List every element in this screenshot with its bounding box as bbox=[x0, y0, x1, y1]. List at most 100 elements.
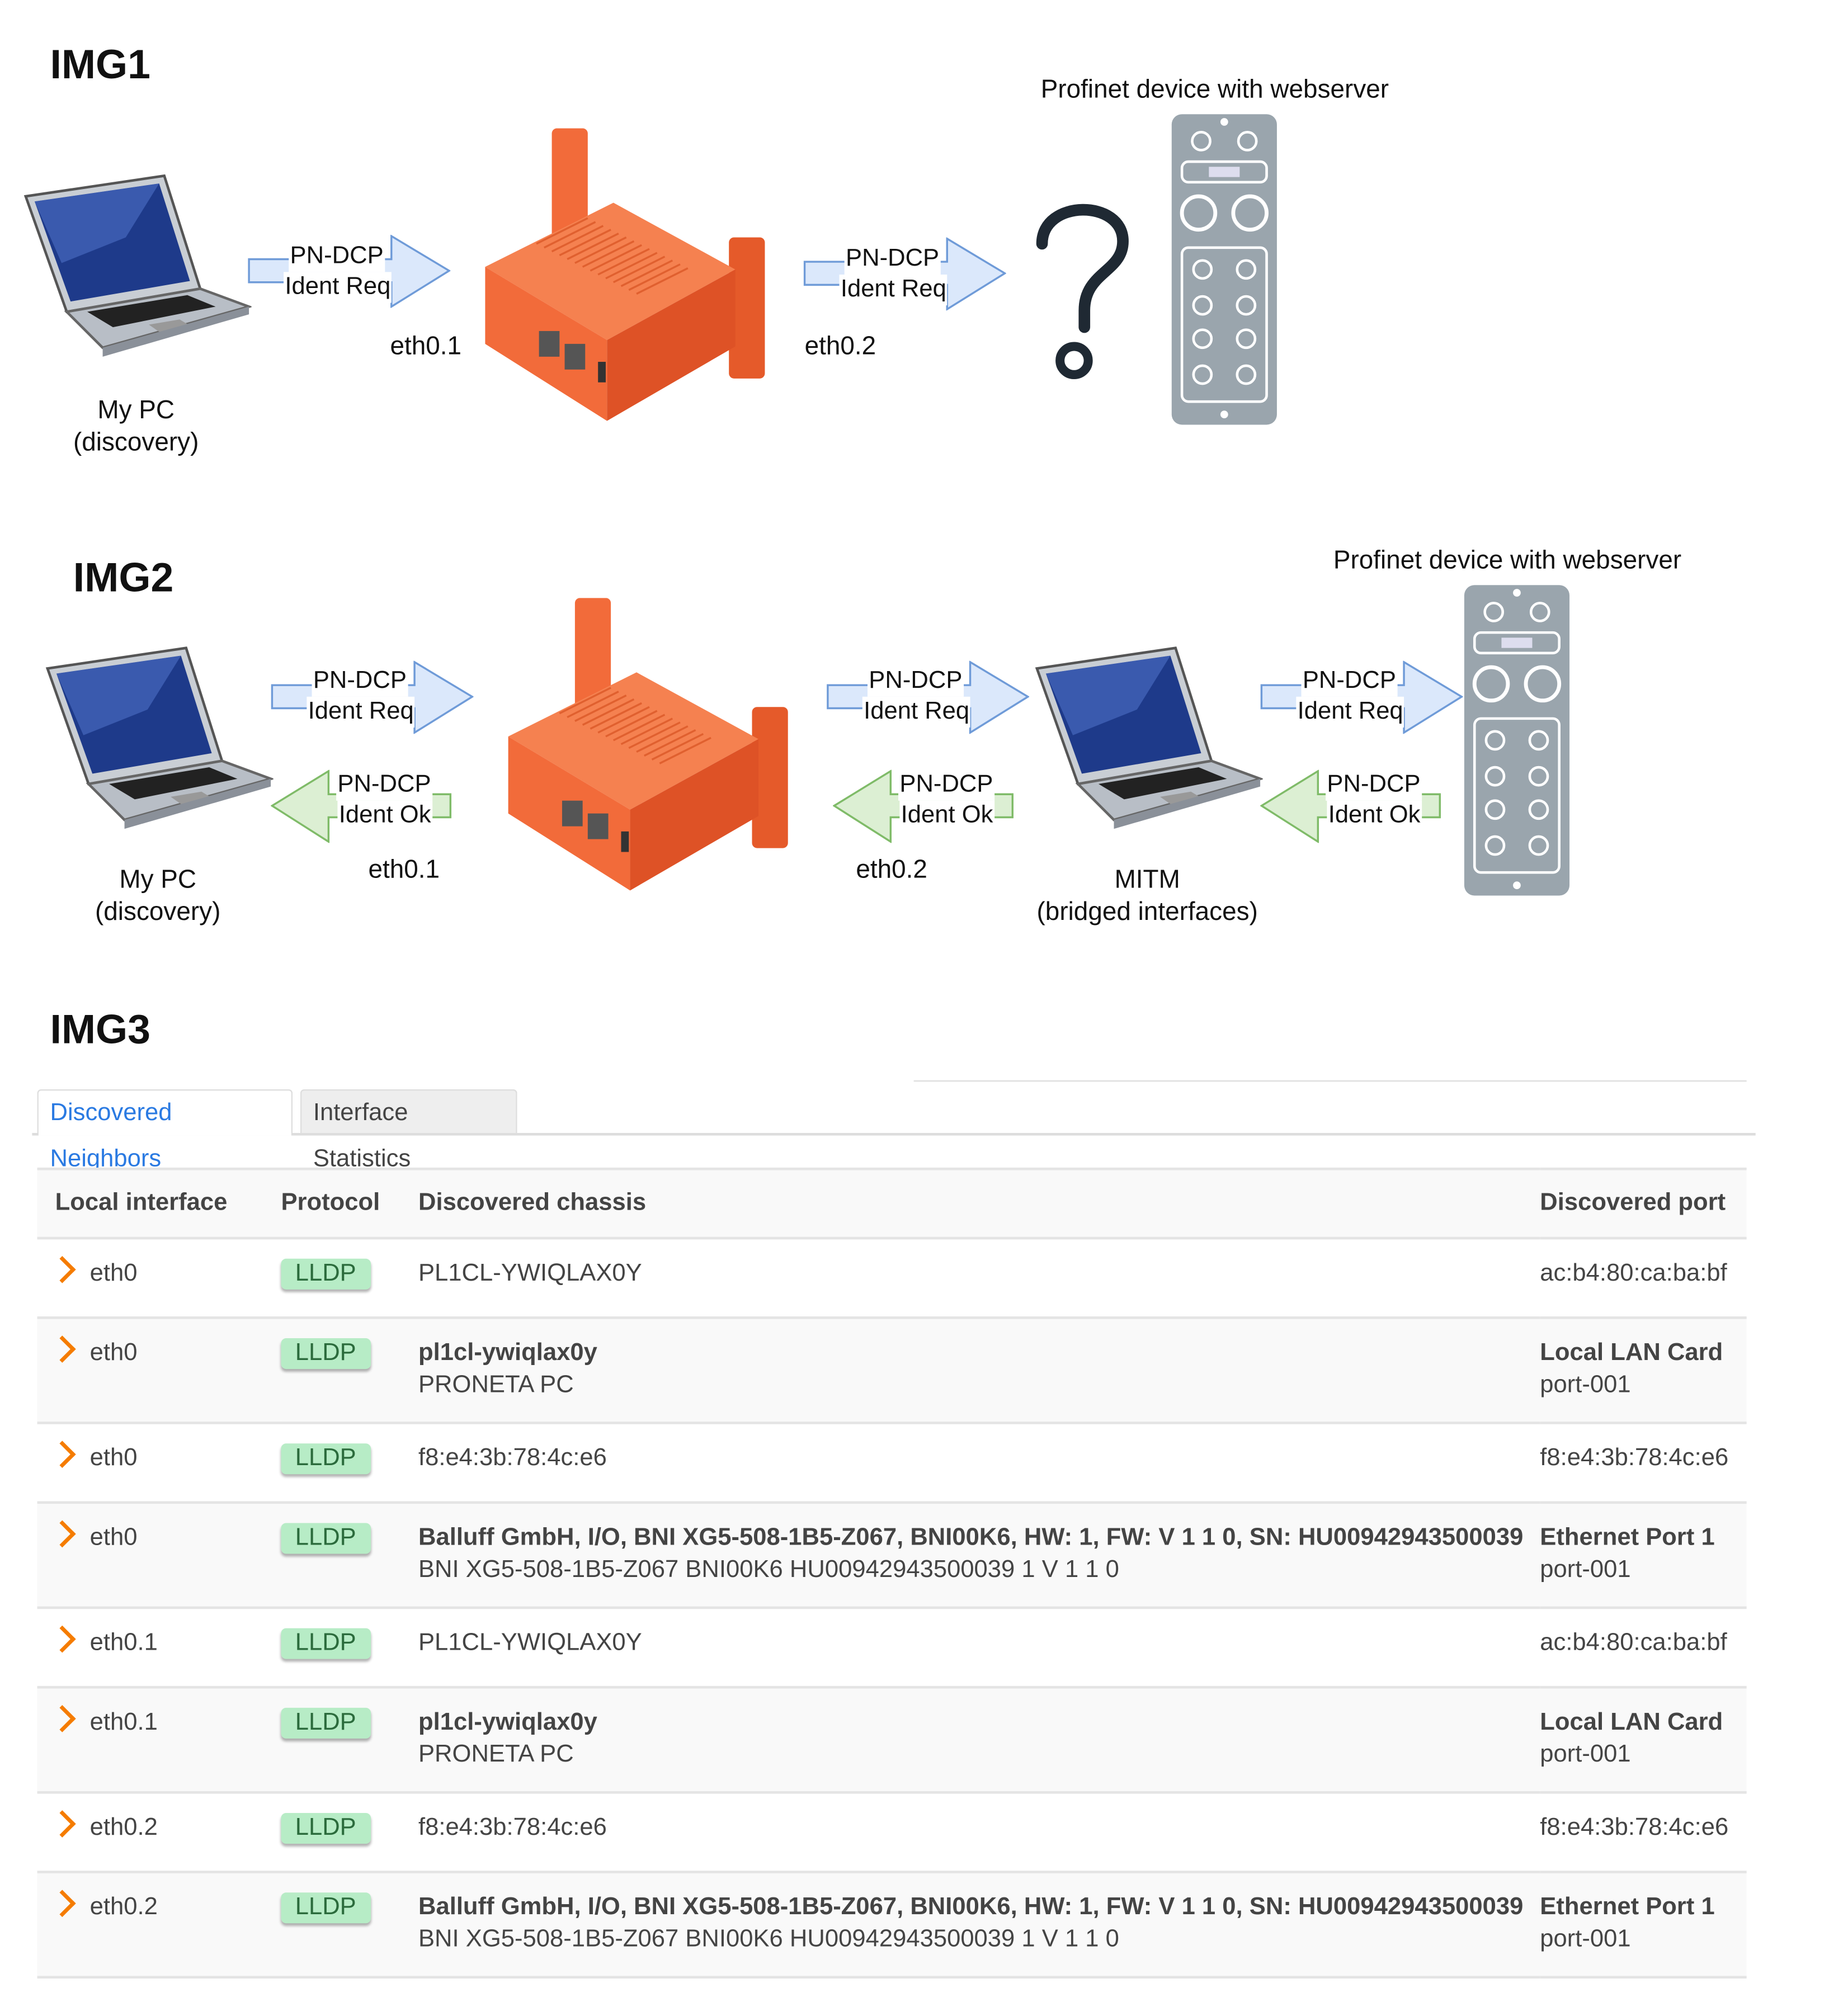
protocol-badge: LLDP bbox=[281, 1707, 371, 1739]
chassis-cell: Balluff GmbH, I/O, BNI XG5-508-1B5-Z067,… bbox=[418, 1872, 1540, 1979]
img3-title: IMG3 bbox=[50, 1005, 150, 1052]
arrow-label: Ident Req bbox=[307, 696, 416, 728]
interface-name: eth0 bbox=[89, 1524, 138, 1551]
tab-discovered-neighbors[interactable]: Discovered Neighbors bbox=[37, 1089, 293, 1173]
eth02-label: eth0.2 bbox=[856, 856, 927, 884]
chassis-name: f8:e4:3b:78:4c:e6 bbox=[418, 1444, 607, 1472]
port-cell: ac:b4:80:ca:ba:bf bbox=[1540, 1607, 1747, 1689]
arrow-label: PN-DCP bbox=[336, 769, 432, 801]
chassis-description: BNI XG5-508-1B5-Z067 BNI00K6 HU009429435… bbox=[418, 1556, 1119, 1584]
tabs-divider bbox=[32, 1132, 1756, 1136]
chassis-cell: Balluff GmbH, I/O, BNI XG5-508-1B5-Z067,… bbox=[418, 1502, 1540, 1609]
device-label: Profinet device with webserver bbox=[1040, 75, 1389, 104]
protocol-cell: LLDP bbox=[281, 1687, 418, 1794]
protocol-badge: LLDP bbox=[281, 1258, 371, 1290]
arrow-label: Ident Req bbox=[1296, 696, 1405, 728]
eth02-label: eth0.2 bbox=[804, 332, 876, 361]
mitm-label-line: (bridged interfaces) bbox=[1036, 898, 1258, 927]
col-protocol: Protocol bbox=[281, 1167, 418, 1240]
table-row[interactable]: eth0.2 LLDP Balluff GmbH, I/O, BNI XG5-508… bbox=[37, 1872, 1747, 1979]
chevron-right-icon[interactable] bbox=[48, 1255, 76, 1283]
col-discovered-port: Discovered port bbox=[1540, 1167, 1747, 1240]
chassis-name: Balluff GmbH, I/O, BNI XG5-508-1B5-Z067,… bbox=[418, 1524, 1524, 1551]
chassis-description: PRONETA PC bbox=[418, 1741, 574, 1768]
chassis-description: BNI XG5-508-1B5-Z067 BNI00K6 HU009429435… bbox=[418, 1925, 1119, 1953]
chevron-right-icon[interactable] bbox=[48, 1335, 76, 1363]
port-cell: Local LAN Card port-001 bbox=[1540, 1687, 1747, 1794]
chevron-right-icon[interactable] bbox=[48, 1890, 76, 1918]
profinet-device-icon bbox=[1170, 113, 1278, 432]
pc-label-line: My PC bbox=[119, 866, 197, 895]
router-icon bbox=[508, 598, 793, 899]
chassis-name: Balluff GmbH, I/O, BNI XG5-508-1B5-Z067,… bbox=[418, 1894, 1524, 1921]
arrow-label: PN-DCP bbox=[1301, 665, 1398, 697]
pc-label-line: (discovery) bbox=[95, 898, 221, 927]
local-interface-cell: eth0 bbox=[37, 1318, 281, 1424]
device-label: Profinet device with webserver bbox=[1333, 546, 1682, 575]
arrow-label: PN-DCP bbox=[898, 769, 994, 801]
chevron-right-icon[interactable] bbox=[48, 1810, 76, 1838]
interface-name: eth0.2 bbox=[89, 1894, 158, 1921]
chassis-description: PRONETA PC bbox=[418, 1371, 574, 1399]
arrow-label: PN-DCP bbox=[289, 241, 385, 272]
profinet-device-icon bbox=[1463, 584, 1571, 903]
ident-req-arrow: PN-DCP Ident Req bbox=[827, 660, 1030, 734]
arrow-label: Ident Ok bbox=[1327, 800, 1422, 832]
mitm-label: MITM (bridged interfaces) bbox=[1019, 865, 1276, 929]
interface-name: eth0 bbox=[89, 1260, 138, 1287]
local-interface-cell: eth0 bbox=[37, 1238, 281, 1319]
port-name: f8:e4:3b:78:4c:e6 bbox=[1540, 1444, 1729, 1472]
chevron-right-icon[interactable] bbox=[48, 1705, 76, 1732]
ident-ok-arrow: PN-DCP Ident Ok bbox=[1260, 769, 1463, 843]
port-id: port-001 bbox=[1540, 1556, 1631, 1584]
ident-req-arrow: PN-DCP Ident Req bbox=[248, 234, 451, 308]
chassis-cell: f8:e4:3b:78:4c:e6 bbox=[418, 1423, 1540, 1504]
local-interface-cell: eth0.1 bbox=[37, 1607, 281, 1689]
mitm-label-line: MITM bbox=[1114, 866, 1180, 895]
tab-interface-statistics[interactable]: Interface Statistics bbox=[300, 1089, 517, 1173]
port-id: port-001 bbox=[1540, 1925, 1631, 1953]
ident-req-arrow: PN-DCP Ident Req bbox=[803, 237, 1006, 311]
protocol-cell: LLDP bbox=[281, 1607, 418, 1689]
port-name: f8:e4:3b:78:4c:e6 bbox=[1540, 1814, 1729, 1842]
interface-name: eth0 bbox=[89, 1444, 138, 1472]
interface-name: eth0.1 bbox=[89, 1629, 158, 1657]
port-id: port-001 bbox=[1540, 1741, 1631, 1768]
local-interface-cell: eth0 bbox=[37, 1423, 281, 1504]
mitm-laptop-icon bbox=[1034, 645, 1265, 838]
eth01-label: eth0.1 bbox=[368, 856, 440, 884]
chassis-name: pl1cl-ywiqlax0y bbox=[418, 1709, 597, 1736]
pc-label: My PC (discovery) bbox=[46, 395, 226, 460]
local-interface-cell: eth0.2 bbox=[37, 1872, 281, 1979]
chassis-name: f8:e4:3b:78:4c:e6 bbox=[418, 1814, 607, 1842]
protocol-cell: LLDP bbox=[281, 1238, 418, 1319]
arrow-label: PN-DCP bbox=[1326, 769, 1422, 801]
arrow-label: PN-DCP bbox=[844, 243, 941, 275]
chevron-right-icon[interactable] bbox=[48, 1625, 76, 1653]
arrow-label: Ident Req bbox=[839, 275, 948, 306]
img2-title: IMG2 bbox=[73, 554, 174, 601]
laptop-icon bbox=[23, 173, 253, 366]
protocol-badge: LLDP bbox=[281, 1892, 371, 1924]
port-name: Local LAN Card bbox=[1540, 1339, 1723, 1367]
interface-name: eth0.2 bbox=[89, 1814, 158, 1842]
ident-ok-arrow: PN-DCP Ident Ok bbox=[833, 769, 1036, 843]
port-name: Local LAN Card bbox=[1540, 1709, 1723, 1736]
chevron-right-icon[interactable] bbox=[48, 1520, 76, 1548]
pc-label-line: (discovery) bbox=[73, 428, 199, 457]
chevron-right-icon[interactable] bbox=[48, 1441, 76, 1469]
col-local-interface: Local interface bbox=[37, 1167, 281, 1240]
arrow-label: Ident Ok bbox=[337, 800, 432, 832]
protocol-badge: LLDP bbox=[281, 1338, 371, 1370]
port-cell: f8:e4:3b:78:4c:e6 bbox=[1540, 1423, 1747, 1504]
